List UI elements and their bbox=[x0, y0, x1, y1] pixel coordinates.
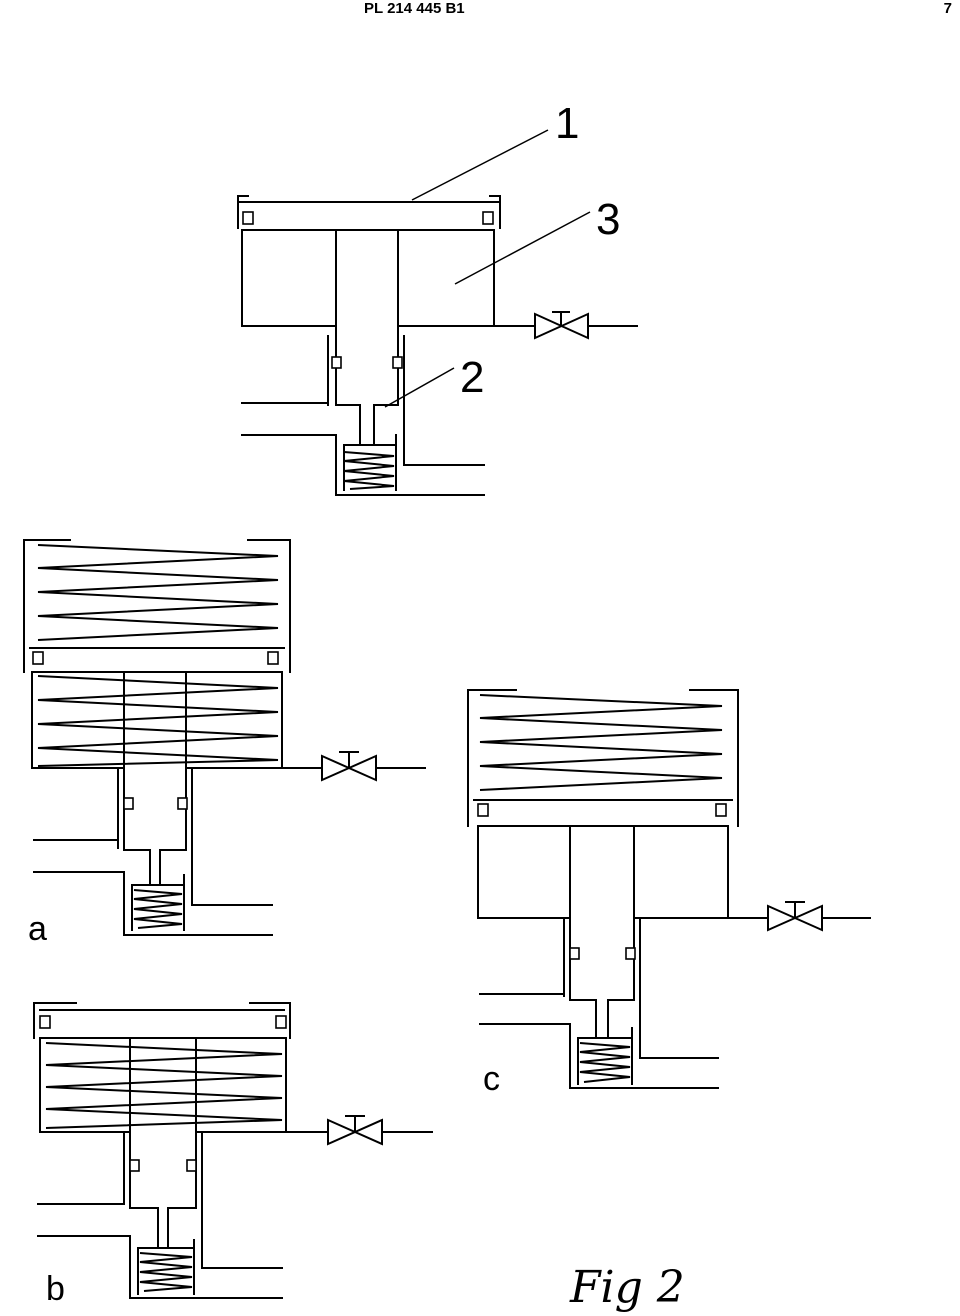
page-header: PL 214 445 B1 7 bbox=[0, 0, 960, 24]
label-a: a bbox=[28, 910, 47, 948]
diagram-main: 1 3 2 bbox=[237, 99, 638, 496]
page-number: 7 bbox=[943, 0, 952, 17]
seal-icon bbox=[129, 1159, 140, 1172]
seal-icon bbox=[715, 803, 727, 817]
valve-icon bbox=[767, 901, 823, 932]
seal-icon bbox=[39, 1015, 51, 1029]
label-b: b bbox=[46, 1270, 65, 1308]
diagram-c: c bbox=[467, 689, 871, 1098]
seal-icon bbox=[186, 1159, 197, 1172]
spring-icon bbox=[343, 451, 395, 490]
seal-icon bbox=[392, 356, 403, 369]
seal-icon bbox=[177, 797, 188, 810]
seal-icon bbox=[331, 356, 342, 369]
valve-icon bbox=[534, 311, 589, 340]
diagram-b: b bbox=[33, 1002, 433, 1308]
document-id: PL 214 445 B1 bbox=[364, 0, 465, 17]
seal-icon bbox=[275, 1015, 287, 1029]
diagram-a: a bbox=[23, 539, 426, 948]
label-part-2: 2 bbox=[460, 353, 484, 402]
seal-icon bbox=[123, 797, 134, 810]
valve-icon bbox=[327, 1115, 383, 1146]
seal-icon bbox=[32, 651, 44, 665]
seal-icon bbox=[242, 211, 254, 225]
seal-icon bbox=[267, 651, 279, 665]
seal-icon bbox=[625, 947, 636, 960]
figure-caption: Fig 2 bbox=[569, 1262, 685, 1313]
valve-icon bbox=[321, 751, 377, 782]
seal-icon bbox=[477, 803, 489, 817]
label-c: c bbox=[483, 1060, 500, 1098]
label-part-3: 3 bbox=[596, 195, 620, 244]
seal-icon bbox=[482, 211, 494, 225]
label-part-1: 1 bbox=[555, 99, 579, 148]
seal-icon bbox=[569, 947, 580, 960]
